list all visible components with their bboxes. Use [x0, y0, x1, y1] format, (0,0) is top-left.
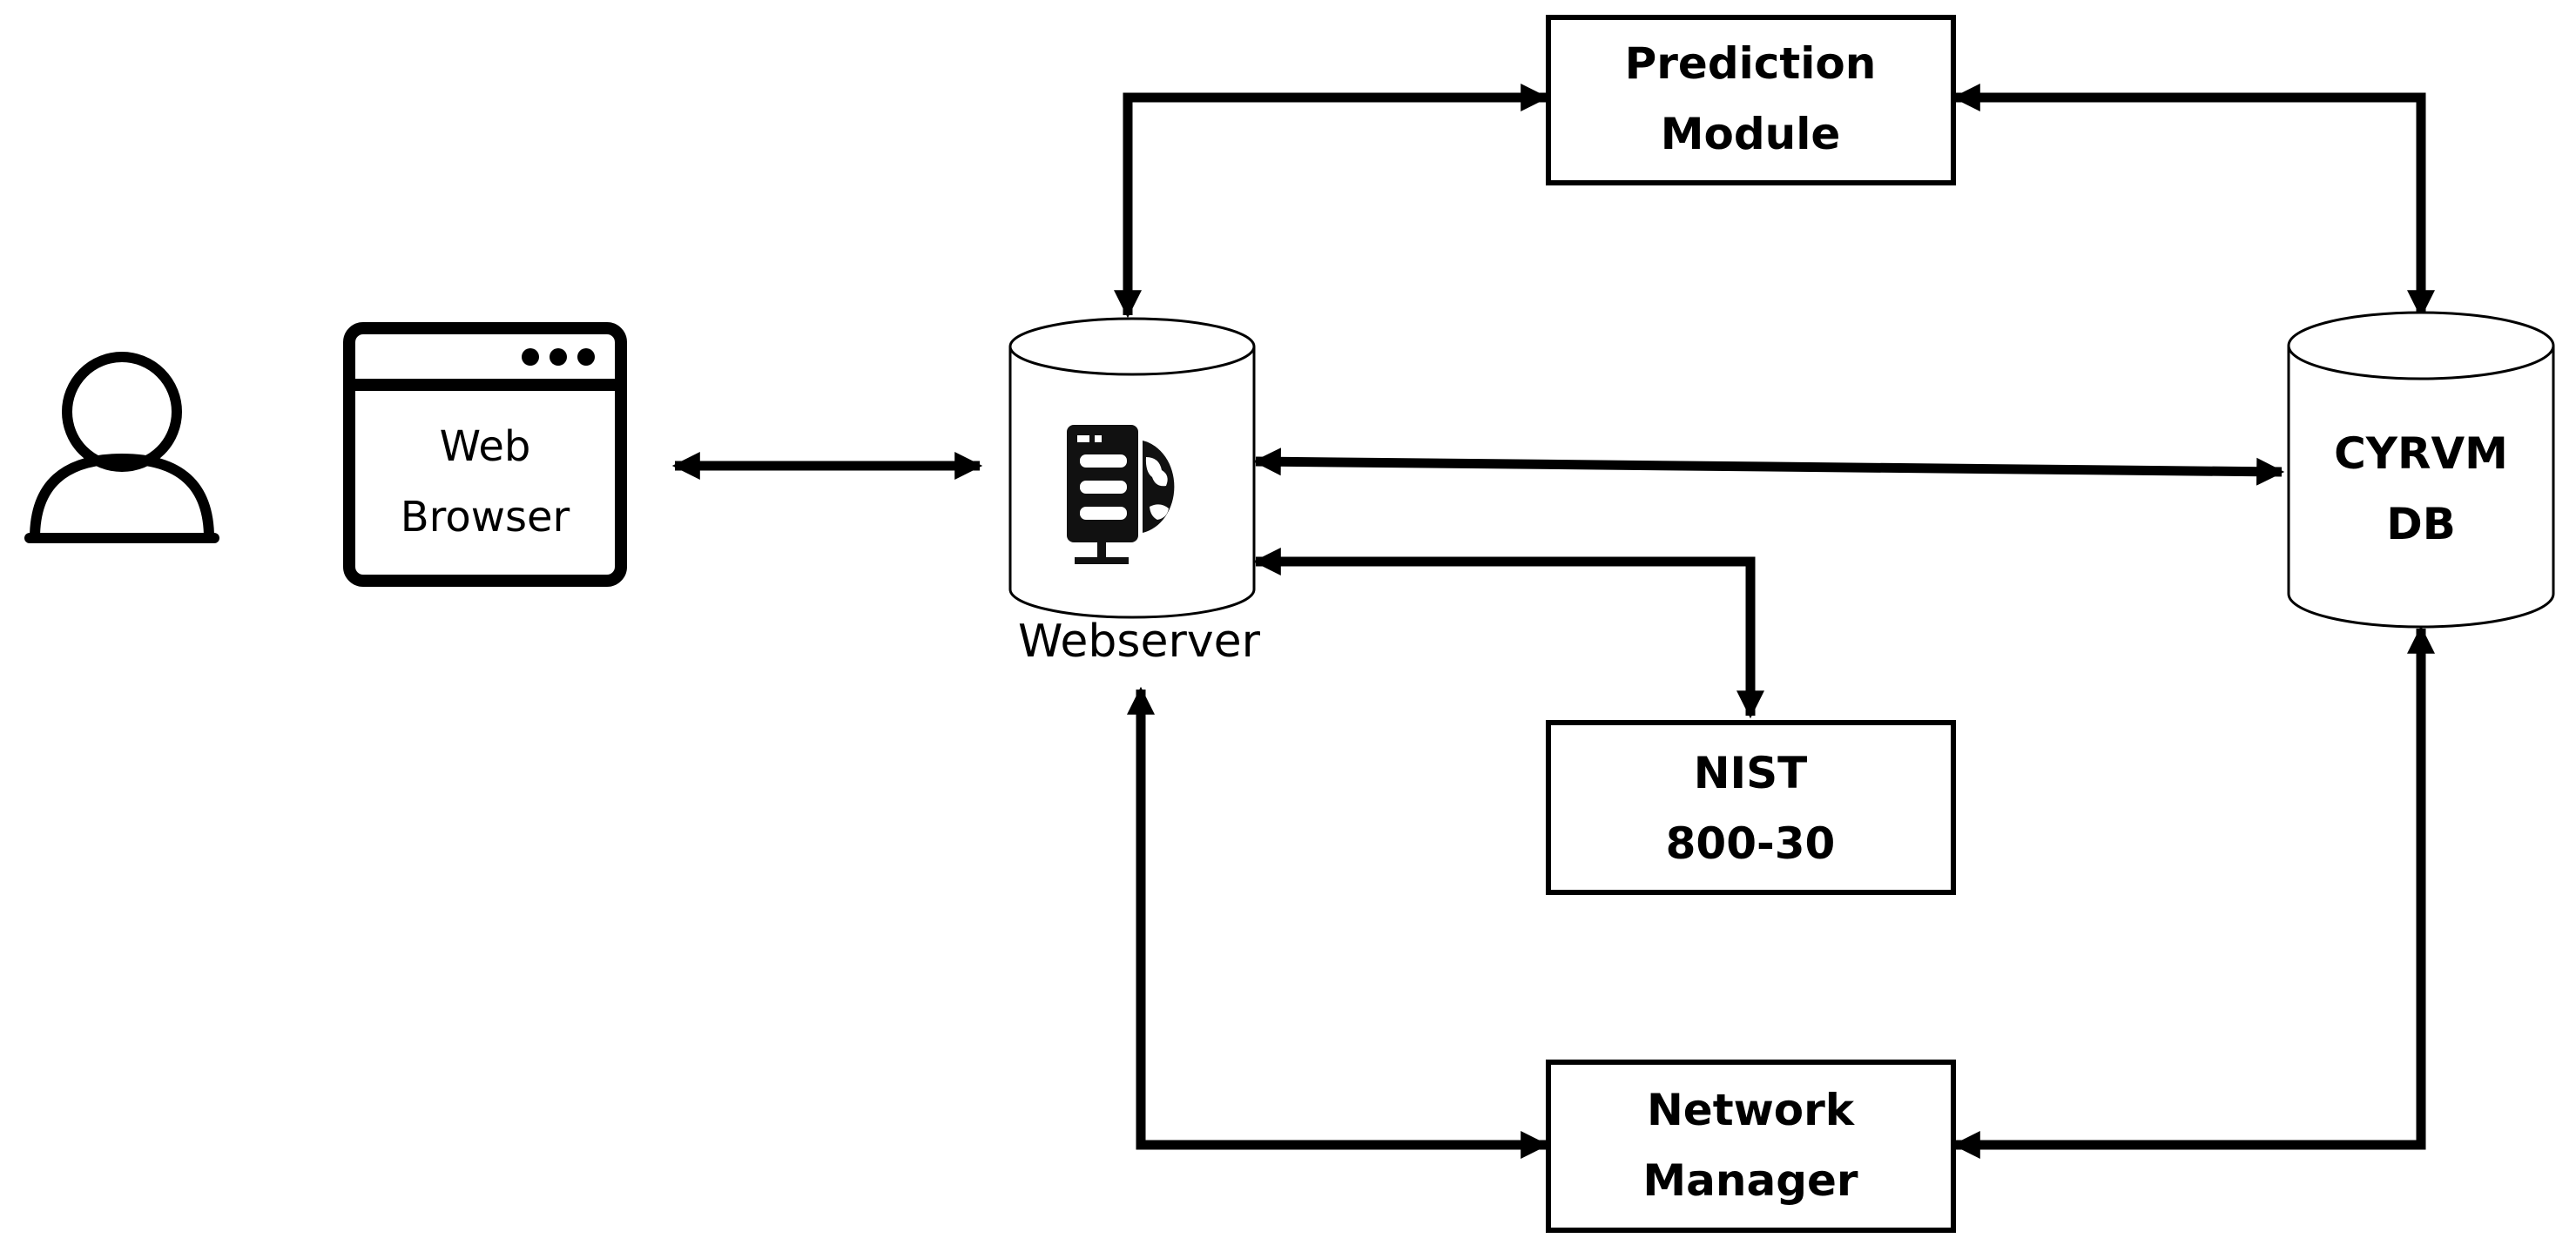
nist-box	[1546, 720, 1956, 895]
cyrvm-db-cylinder	[2287, 346, 2555, 629]
web-browser-label-line2: Browser	[401, 493, 570, 542]
prediction-module-label-line2: Module	[1661, 109, 1841, 159]
webserver-label: Webserver	[1018, 616, 1261, 668]
edge-webserver-cyrvm	[1252, 448, 2285, 486]
server-globe-icon	[1067, 425, 1175, 564]
browser-window-icon	[343, 322, 627, 587]
network-manager-node: Network Manager	[1546, 1060, 1956, 1233]
edge-webserver-nist	[1252, 548, 1764, 719]
network-manager-label-line1: Network	[1647, 1085, 1856, 1135]
nist-node: NIST 800-30	[1546, 720, 1956, 895]
web-browser-label-line1: Web	[440, 422, 531, 471]
edge-network-manager-cyrvm	[1952, 625, 2435, 1159]
cyrvm-db-label-line2: DB	[2386, 499, 2456, 549]
connectors	[671, 84, 2435, 1159]
prediction-module-box	[1546, 15, 1956, 185]
edge-prediction-cyrvm	[1952, 84, 2435, 319]
network-manager-box	[1546, 1060, 1956, 1233]
user-icon	[24, 352, 219, 543]
edge-webserver-network-manager	[1127, 686, 1549, 1159]
prediction-module-node: Prediction Module	[1546, 15, 1956, 185]
network-manager-label-line2: Manager	[1642, 1155, 1858, 1206]
cyrvm-db-node: CYRVM DB	[2287, 311, 2555, 629]
prediction-module-label-line1: Prediction	[1625, 38, 1877, 89]
web-browser-node: Web Browser	[343, 322, 627, 587]
nist-label-line2: 800-30	[1666, 818, 1836, 869]
cyrvm-db-label-line1: CYRVM	[2334, 428, 2508, 479]
edge-webserver-prediction	[1114, 84, 1549, 319]
webserver-node: Webserver	[1008, 317, 1261, 668]
nist-label-line1: NIST	[1694, 748, 1808, 798]
